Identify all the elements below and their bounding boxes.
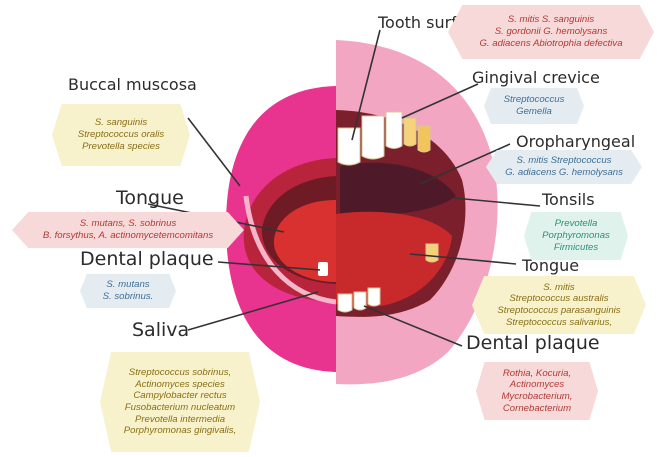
bacteria-line: B. forsythus, A. actinomycetemcomitans (12, 230, 244, 242)
bacteria-line: S. sanguinis (52, 117, 190, 129)
bacteria-line: Streptococcus parasanguinis (472, 305, 646, 317)
bacteria-line: Actinomyces species (100, 379, 260, 391)
bacteria-line: Porphyromonas gingivalis, (100, 425, 260, 437)
label-tongue-right: Tongue (522, 258, 579, 274)
label-tongue-left: Tongue (116, 189, 184, 208)
box-tooth-surface: S. mitis S. sanguinis S. gordonii G. hem… (448, 5, 654, 59)
bacteria-line: S. sobrinus. (80, 291, 176, 303)
box-dental-plaque-left: S. mutans S. sobrinus. (80, 274, 176, 308)
bacteria-line: Actinomyces (476, 379, 598, 391)
label-dental-plaque-right: Dental plaque (466, 334, 600, 353)
box-dental-plaque-right: Rothia, Kocuria, Actinomyces Mycrobacter… (476, 362, 598, 420)
bacteria-line: Mycrobacterium, (476, 391, 598, 403)
bacteria-line: Campylobacter rectus (100, 390, 260, 402)
bacteria-line: Fusobacterium nucleatum (100, 402, 260, 414)
bacteria-line: Streptococcus sobrinus, (100, 367, 260, 379)
line-buccal-mucosa (188, 118, 240, 186)
bacteria-line: Firmicutes (524, 242, 628, 254)
bacteria-line: Gemella (484, 106, 584, 118)
box-oropharyngeal: S. mitis Streptococcus G. adiacens G. he… (486, 150, 642, 184)
bacteria-line: Porphyromonas (524, 230, 628, 242)
bacteria-line: Prevotella (524, 218, 628, 230)
bacteria-line: S. mitis S. sanguinis (448, 14, 654, 26)
box-gingival-crevice: Streptococcus Gemella (484, 88, 584, 124)
bacteria-line: Cornebacterium (476, 403, 598, 415)
label-tonsils: Tonsils (542, 192, 595, 208)
bacteria-line: G. adiacens G. hemolysans (486, 167, 642, 179)
bacteria-line: Streptococcus australis (472, 293, 646, 305)
box-tongue-left: S. mutans, S. sobrinus B. forsythus, A. … (12, 212, 244, 248)
bacteria-line: S. mutans, S. sobrinus (12, 218, 244, 230)
left-lower-tooth (318, 262, 328, 276)
bacteria-line: Streptococcus salivarius, (472, 317, 646, 329)
bacteria-line: Prevotella intermedia (100, 414, 260, 426)
box-buccal-mucosa: S. sanguinis Streptococcus oralis Prevot… (52, 104, 190, 166)
label-gingival-crevice: Gingival crevice (472, 70, 600, 86)
label-oropharyngeal: Oropharyngeal (516, 134, 635, 150)
box-tongue-right: S. mitis Streptococcus australis Strepto… (472, 276, 646, 334)
label-buccal-mucosa: Buccal muscosa (68, 77, 197, 93)
bacteria-line: Streptococcus oralis (52, 129, 190, 141)
bacteria-line: S. gordonii G. hemolysans (448, 26, 654, 38)
box-tonsils: Prevotella Porphyromonas Firmicutes (524, 212, 628, 260)
bacteria-line: S. mitis Streptococcus (486, 155, 642, 167)
bacteria-line: Rothia, Kocuria, (476, 368, 598, 380)
label-saliva: Saliva (132, 321, 189, 340)
label-dental-plaque-left: Dental plaque (80, 250, 214, 269)
bacteria-line: Prevotella species (52, 141, 190, 153)
box-saliva: Streptococcus sobrinus, Actinomyces spec… (100, 352, 260, 452)
bacteria-line: Streptococcus (484, 94, 584, 106)
bacteria-line: S. mutans (80, 279, 176, 291)
bacteria-line: G. adiacens Abiotrophia defectiva (448, 38, 654, 50)
bacteria-line: S. mitis (472, 282, 646, 294)
